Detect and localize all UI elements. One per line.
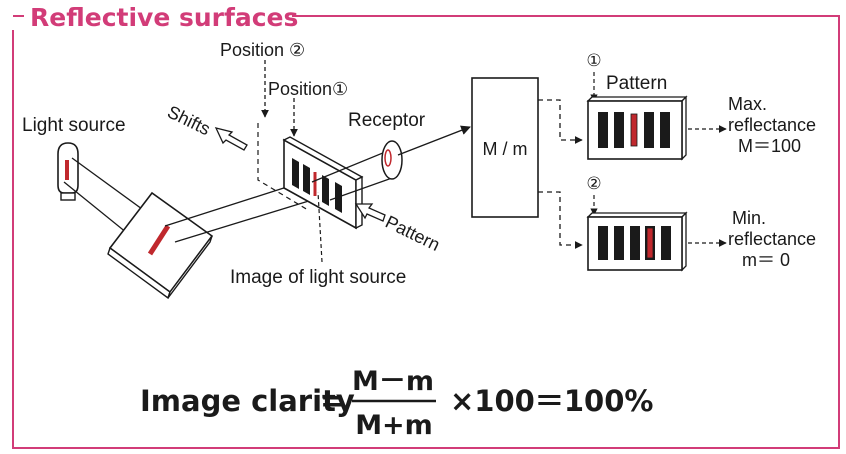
image-clarity-formula: Image clarity = M－m M+m ×100＝100% — [140, 366, 653, 441]
position-2-outline — [257, 123, 309, 211]
marker-1: ① — [586, 51, 601, 70]
reflection-spot — [147, 224, 171, 256]
signal-arrow — [397, 125, 471, 156]
light-image-bar — [646, 227, 654, 259]
connector-bottom — [538, 191, 583, 249]
marker-2: ② — [586, 174, 601, 193]
specimen-block — [107, 191, 214, 300]
frame-border — [12, 15, 840, 449]
shifts-label: Shifts — [164, 102, 213, 140]
light-source-bulb — [57, 142, 79, 201]
light-image-bar — [630, 113, 638, 147]
processor-label: M / m — [483, 139, 528, 159]
receptor-lens — [381, 140, 403, 180]
max-label-line2: reflectance — [728, 115, 816, 135]
max-label-line3: M＝100 — [738, 136, 801, 156]
formula-numerator: M－m — [352, 366, 434, 397]
title-backdrop — [2, 2, 292, 30]
pattern-panel-min — [586, 211, 688, 272]
position-1-label: Position① — [268, 79, 348, 99]
receptor-label: Receptor — [348, 110, 426, 131]
beam-line — [164, 185, 291, 227]
pattern-arrow-icon — [354, 203, 386, 222]
light-source-label: Light source — [22, 115, 126, 136]
beam-line — [174, 199, 313, 243]
formula-rhs: ×100＝100% — [450, 384, 653, 418]
min-label-line1: Min. — [732, 208, 766, 228]
pattern-top-label: Pattern — [606, 73, 667, 94]
processor-box — [471, 77, 539, 218]
position-2-label: Position ② — [220, 40, 305, 60]
beam-line — [311, 149, 391, 183]
formula-equals: = — [320, 384, 345, 419]
formula-denominator: M+m — [355, 410, 433, 441]
beam-line — [329, 177, 393, 201]
min-label-line3: m＝ 0 — [742, 250, 790, 270]
pattern-plate — [282, 136, 364, 230]
filament — [65, 160, 69, 180]
image-of-light-source-label: Image of light source — [230, 267, 406, 288]
max-label-line1: Max. — [728, 94, 767, 114]
image-pointer — [317, 191, 323, 263]
connector-top — [538, 99, 583, 144]
section-title: Reflective surfaces — [30, 3, 298, 32]
pattern-label: Pattern — [382, 212, 443, 255]
pattern-panel-max — [586, 95, 688, 161]
min-label-line2: reflectance — [728, 229, 816, 249]
shift-arrow-icon — [214, 127, 248, 151]
formula-lhs: Image clarity — [140, 384, 355, 418]
